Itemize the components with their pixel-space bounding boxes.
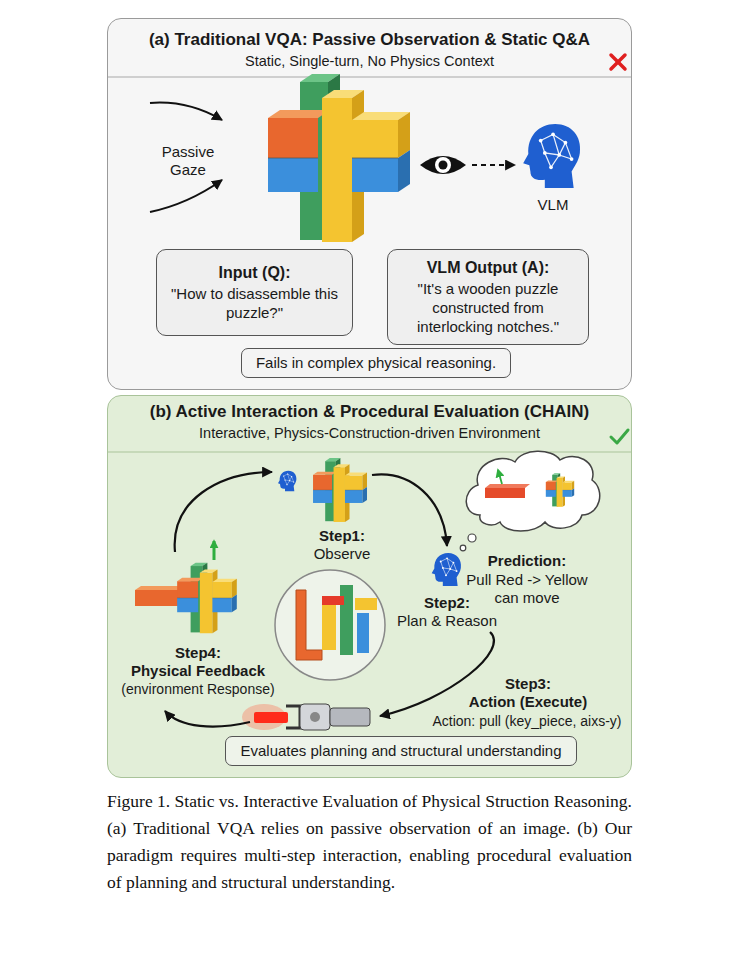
- label-anchor: Physical Feedback: [131, 662, 265, 680]
- label-anchor: (environment Response): [121, 680, 274, 698]
- gaze-label: Passive Gaze: [153, 143, 223, 179]
- step-label: Step1:: [319, 527, 365, 545]
- box-heading: VLM Output (A):: [427, 258, 550, 278]
- step-caption: Plan & Reason: [397, 612, 497, 630]
- question-box: Input (Q):"How to disassemble this puzzl…: [156, 249, 353, 336]
- action-text: Action: pull (key_piece, aixs-y): [432, 712, 621, 730]
- verdict-text: Evaluates planning and structural unders…: [240, 742, 561, 760]
- figure-caption: Figure 1. Static vs. Interactive Evaluat…: [107, 788, 632, 896]
- label-anchor: Plan & Reason: [397, 612, 497, 630]
- step-caption: Action (Execute): [469, 693, 587, 711]
- panel-subtitle: Static, Single-turn, No Physics Context: [108, 52, 631, 70]
- panel-heading: (a) Traditional VQA: Passive Observation…: [108, 30, 631, 50]
- model-label: VLM: [538, 196, 569, 214]
- label-anchor: Action: pull (key_piece, aixs-y): [432, 712, 621, 730]
- label-anchor: Pull Red -> Yellow can move: [462, 571, 592, 607]
- box-body: "It's a wooden puzzle constructed from i…: [398, 279, 578, 336]
- label-anchor: Step4:: [175, 644, 221, 662]
- step-note: (environment Response): [121, 680, 274, 698]
- verdict-text: Fails in complex physical reasoning.: [256, 354, 496, 372]
- label-anchor: Action (Execute): [469, 693, 587, 711]
- label-anchor: Prediction:: [488, 552, 566, 570]
- step-label: Step4:: [175, 644, 221, 662]
- box-heading: Input (Q):: [219, 263, 291, 283]
- label-anchor: Passive Gaze: [153, 143, 223, 179]
- verdict-box: Evaluates planning and structural unders…: [225, 736, 576, 766]
- label-anchor: Step2:: [424, 594, 470, 612]
- step-caption: Physical Feedback: [131, 662, 265, 680]
- label-anchor: Step3:: [505, 675, 551, 693]
- step-label: Step3:: [505, 675, 551, 693]
- label-anchor: VLM: [538, 196, 569, 214]
- label-anchor: Step1:: [319, 527, 365, 545]
- label-anchor: Observe: [314, 545, 371, 563]
- answer-box: VLM Output (A):"It's a wooden puzzle con…: [387, 249, 589, 345]
- panel-heading: (b) Active Interaction & Procedural Eval…: [108, 402, 631, 422]
- caption-block: Figure 1. Static vs. Interactive Evaluat…: [107, 788, 632, 896]
- prediction-label: Prediction:: [488, 552, 566, 570]
- box-body: "How to disassemble this puzzle?": [167, 284, 342, 322]
- step-label: Step2:: [424, 594, 470, 612]
- panel-subtitle: Interactive, Physics-Construction-driven…: [108, 424, 631, 442]
- step-caption: Observe: [314, 545, 371, 563]
- verdict-box: Fails in complex physical reasoning.: [241, 348, 511, 378]
- prediction-text: Pull Red -> Yellow can move: [462, 571, 592, 607]
